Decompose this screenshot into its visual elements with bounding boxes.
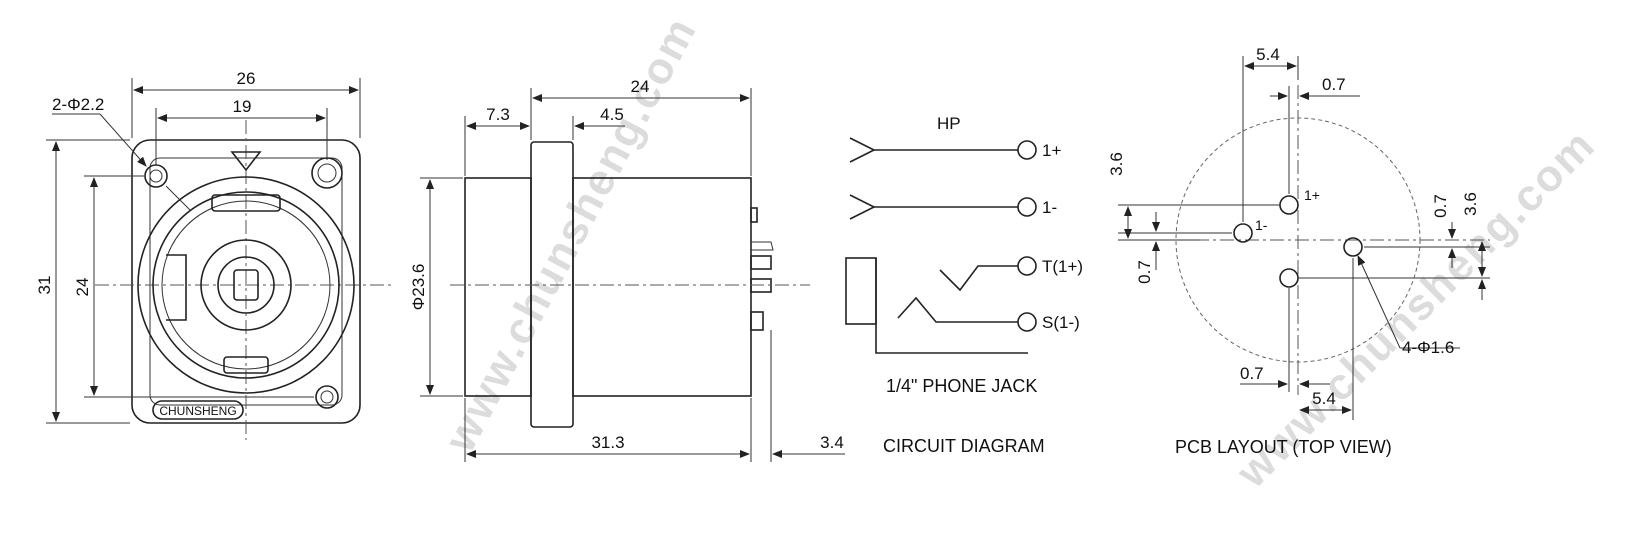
jack-label: 1/4" PHONE JACK	[886, 376, 1037, 396]
watermark-group: www.chunsheng.com www.chunsheng.com	[435, 9, 1605, 498]
side-view: 24 7.3 4.5 Φ23.6 31.3 3.4	[409, 77, 845, 462]
dim-height-overall: 31	[35, 276, 54, 295]
pcb-dim-bottom-small: 0.7	[1240, 364, 1264, 383]
pcb-dim-right-small: 0.7	[1431, 194, 1450, 218]
watermark-1: www.chunsheng.com	[435, 9, 706, 461]
pcb-dim-top-small: 0.7	[1322, 75, 1346, 94]
pcb-dim-left-lower: 0.7	[1135, 260, 1154, 284]
outer-ring	[137, 176, 355, 394]
pin-label-1plus: 1+	[1042, 141, 1061, 160]
dim-diameter: Φ23.6	[409, 264, 428, 311]
dim-flange-thickness: 4.5	[600, 105, 624, 124]
contact-1plus	[849, 137, 876, 163]
pin-2	[750, 255, 772, 270]
dim-width-inner: 19	[233, 97, 252, 116]
pcb-hole-right	[1343, 237, 1363, 257]
pcb-pin-minus: 1-	[1255, 217, 1268, 233]
brand-label-box	[152, 400, 244, 420]
pcb-hole-note: 4-Φ1.6	[1402, 338, 1454, 357]
socket-core	[200, 239, 292, 331]
dim-pin-length: 3.4	[820, 433, 844, 452]
pcb-dim-left-upper: 3.6	[1107, 152, 1126, 176]
brand-label: CHUNSHENG	[159, 404, 236, 418]
mount-hole-bottom-right	[315, 385, 339, 409]
dim-width-overall: 26	[237, 69, 256, 88]
pcb-hole-top	[1279, 195, 1299, 215]
pin-label-1minus: 1-	[1042, 198, 1057, 217]
dim-mount-hole: 2-Φ2.2	[52, 95, 104, 114]
pcb-dim-top-x: 5.4	[1256, 45, 1280, 64]
pin-label-sleeve: S(1-)	[1042, 313, 1080, 332]
mount-hole-top-left	[144, 164, 168, 188]
tip-contact	[939, 265, 1018, 292]
pcb-caption: PCB LAYOUT (TOP VIEW)	[1175, 437, 1392, 457]
pin-4	[750, 311, 764, 331]
dim-height-inner: 24	[73, 278, 92, 297]
pcb-dim-right-large: 3.6	[1461, 192, 1480, 216]
circuit-heading: HP	[937, 114, 961, 133]
latch-button	[311, 157, 343, 189]
pin-1	[750, 207, 758, 223]
front-view: CHUNSHENG 26 19 2-Φ2.2 31 24	[35, 69, 395, 440]
contact-1minus	[849, 194, 876, 220]
dim-overall-length: 31.3	[591, 433, 624, 452]
sleeve-contact	[897, 296, 1018, 323]
pcb-pin-plus: 1+	[1304, 187, 1320, 203]
jack-sleeve	[845, 257, 877, 325]
pcb-dim-bottom-x: 5.4	[1312, 389, 1336, 408]
pin-label-tip: T(1+)	[1042, 257, 1083, 276]
pcb-layout: 1+ 1- 5.4 0.7 3.6 0.7 0.7 3.6 4-Φ1.6	[1107, 45, 1490, 457]
circuit-diagram: HP 1+ 1- T(1+) S(1-) 1/4" PHONE JACK CIR…	[845, 114, 1083, 456]
dim-body-length: 24	[631, 77, 650, 96]
orientation-triangle	[230, 151, 262, 172]
pcb-hole-left	[1233, 223, 1253, 243]
circuit-caption: CIRCUIT DIAGRAM	[883, 436, 1045, 456]
dim-flange-offset: 7.3	[486, 105, 510, 124]
pcb-hole-bottom	[1279, 268, 1299, 288]
